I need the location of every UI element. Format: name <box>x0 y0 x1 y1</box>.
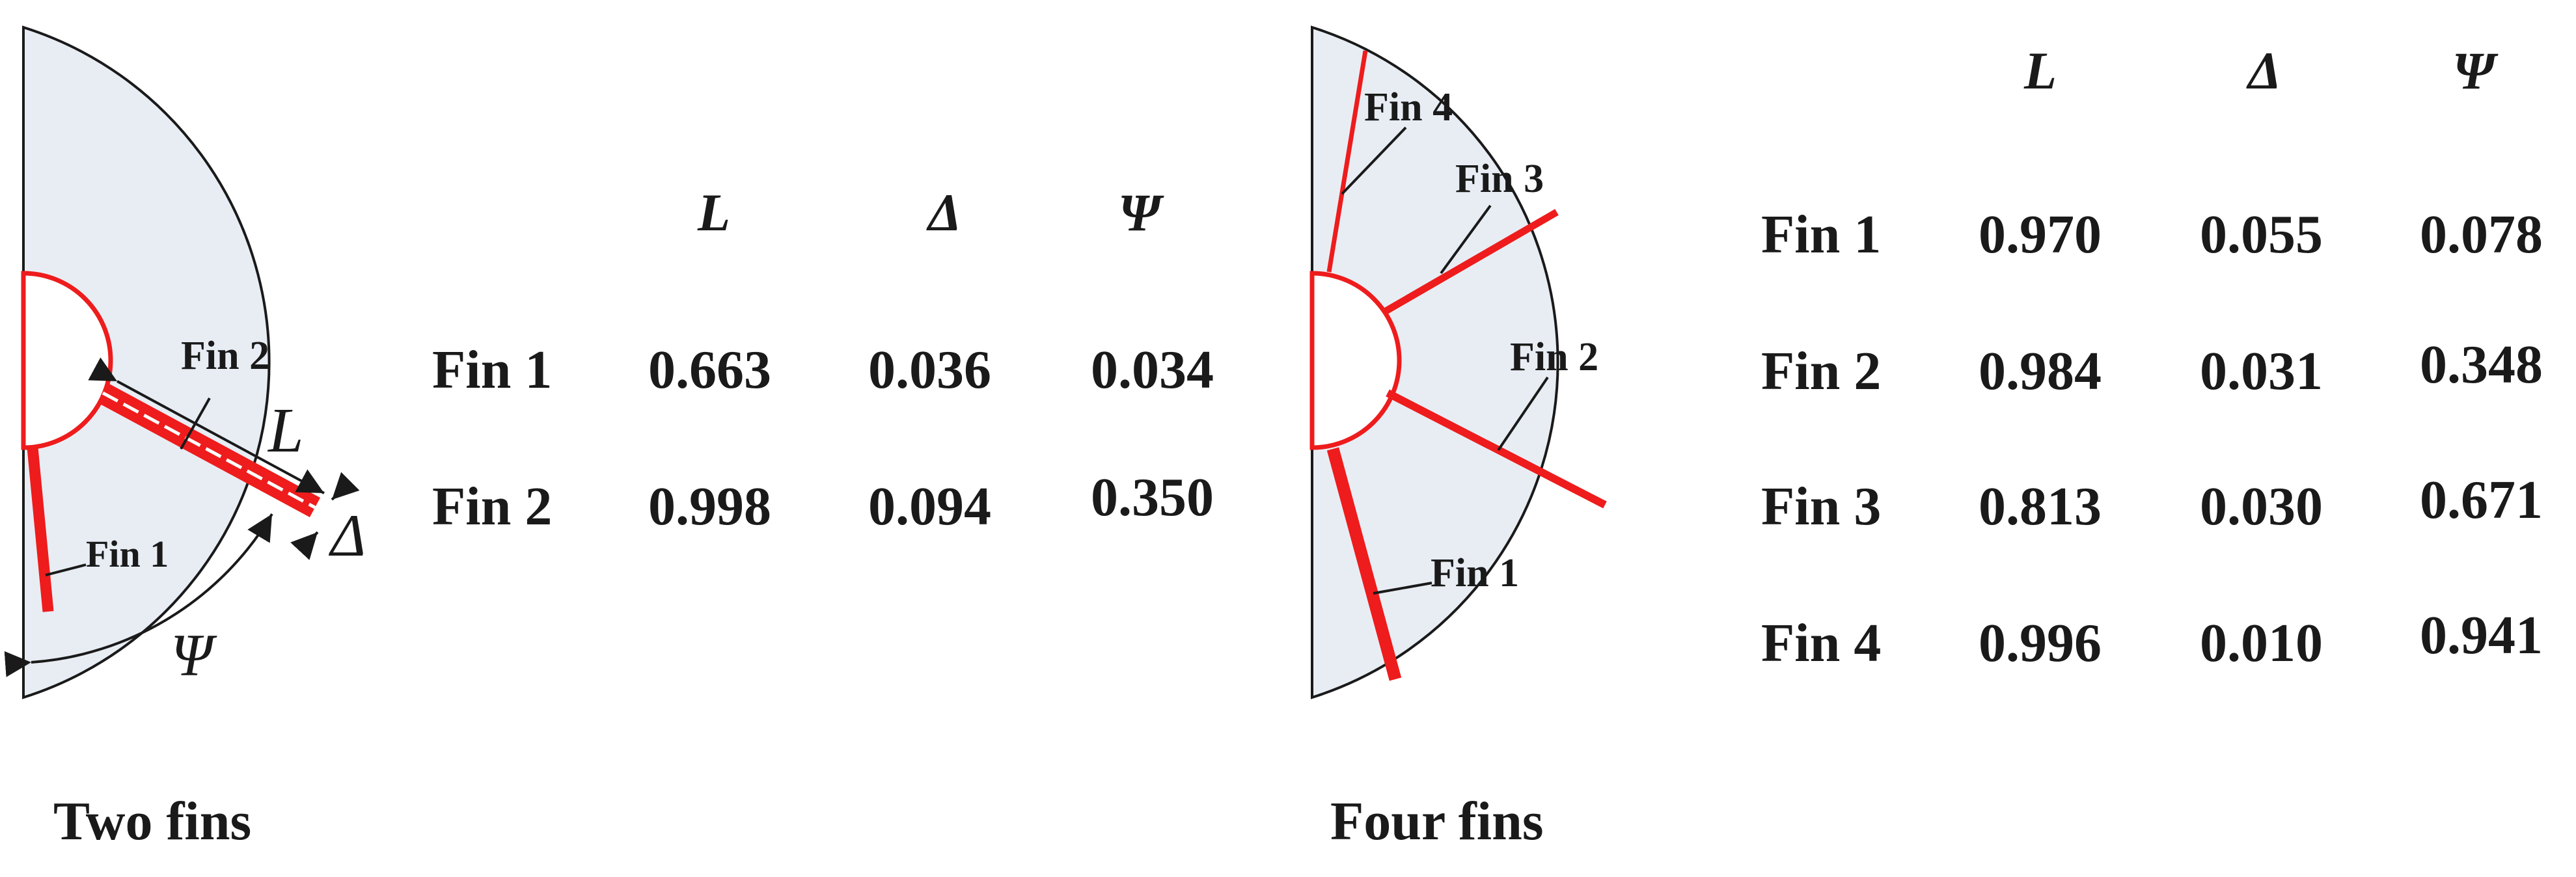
two-fins-header-angle: Ψ <box>1118 183 1161 242</box>
four-fins-cell: 0.010 <box>2200 613 2323 673</box>
four-fins-header-angle: Ψ <box>2452 41 2495 100</box>
four-fins-header-thickness: Δ <box>2248 41 2282 100</box>
four-fins-cell: 0.348 <box>2420 334 2543 395</box>
four-fins-cell: 0.055 <box>2200 204 2323 265</box>
four-fins-caption: Four fins <box>1330 791 1544 852</box>
two-fins-label-fin-2: Fin 2 <box>181 334 270 378</box>
two-fins-angle-arc <box>4 513 273 677</box>
two-fins-header-length: L <box>698 183 731 242</box>
four-fins-row-label: Fin 3 <box>1761 476 1882 537</box>
two-fins-cell: 0.998 <box>648 476 771 537</box>
four-fins-header-length: L <box>2024 41 2057 100</box>
four-fins-label-fin-2: Fin 2 <box>1510 335 1599 379</box>
two-fins-label-fin-1: Fin 1 <box>86 533 169 575</box>
two-fins-cell: 0.034 <box>1091 340 1214 400</box>
four-fins-fin-2 <box>1386 389 1607 509</box>
four-fins-cell: 0.941 <box>2420 605 2543 666</box>
four-fins-cell: 0.078 <box>2420 204 2543 265</box>
two-fins-fin-2-leader <box>180 398 211 450</box>
four-fins-cell: 0.996 <box>1979 613 2102 673</box>
four-fins-cell: 0.984 <box>1979 341 2102 401</box>
two-fins-cell: 0.036 <box>868 340 991 400</box>
four-fins-row-label: Fin 2 <box>1761 341 1882 401</box>
four-fins-label-fin-3: Fin 3 <box>1455 157 1544 201</box>
four-fins-label-fin-1: Fin 1 <box>1431 551 1520 595</box>
four-fins-cell: 0.031 <box>2200 341 2323 401</box>
two-fins-label-angle: Ψ <box>171 622 213 688</box>
two-fins-fin-1-leader <box>45 563 87 576</box>
two-fins-label-length: L <box>268 396 304 466</box>
four-fins-fin-3-leader <box>1440 204 1492 275</box>
four-fins-fin-3 <box>1382 209 1559 316</box>
four-fins-fin-2-leader <box>1497 376 1549 452</box>
two-fins-caption: Two fins <box>53 791 252 852</box>
four-fins-outer-domain <box>1311 25 1559 699</box>
two-fins-header-thickness: Δ <box>928 183 962 242</box>
two-fins-cell: 0.350 <box>1091 467 1214 528</box>
two-fins-label-thickness: Δ <box>331 502 366 569</box>
four-fins-inner-core <box>1309 271 1402 450</box>
four-fins-fin-4 <box>1326 50 1368 273</box>
two-fins-row-label: Fin 1 <box>432 340 553 400</box>
two-fins-length-arrow <box>88 357 325 494</box>
four-fins-cell: 0.970 <box>1979 204 2102 265</box>
four-fins-fin-4-leader <box>1341 126 1407 195</box>
four-fins-cell: 0.813 <box>1979 476 2102 537</box>
four-fins-fin-1-leader <box>1373 582 1432 595</box>
four-fins-label-fin-4: Fin 4 <box>1364 85 1453 129</box>
two-fins-thickness-arrow-a <box>331 472 360 501</box>
four-fins-row-label: Fin 1 <box>1761 204 1882 265</box>
four-fins-fin-1 <box>1326 447 1402 681</box>
two-fins-cell: 0.094 <box>868 476 991 537</box>
four-fins-row-label: Fin 4 <box>1761 613 1882 673</box>
two-fins-row-label: Fin 2 <box>432 476 553 537</box>
two-fins-thickness-arrow-b <box>290 531 319 560</box>
two-fins-cell: 0.663 <box>648 340 771 400</box>
four-fins-cell: 0.671 <box>2420 470 2543 530</box>
four-fins-cell: 0.030 <box>2200 476 2323 537</box>
